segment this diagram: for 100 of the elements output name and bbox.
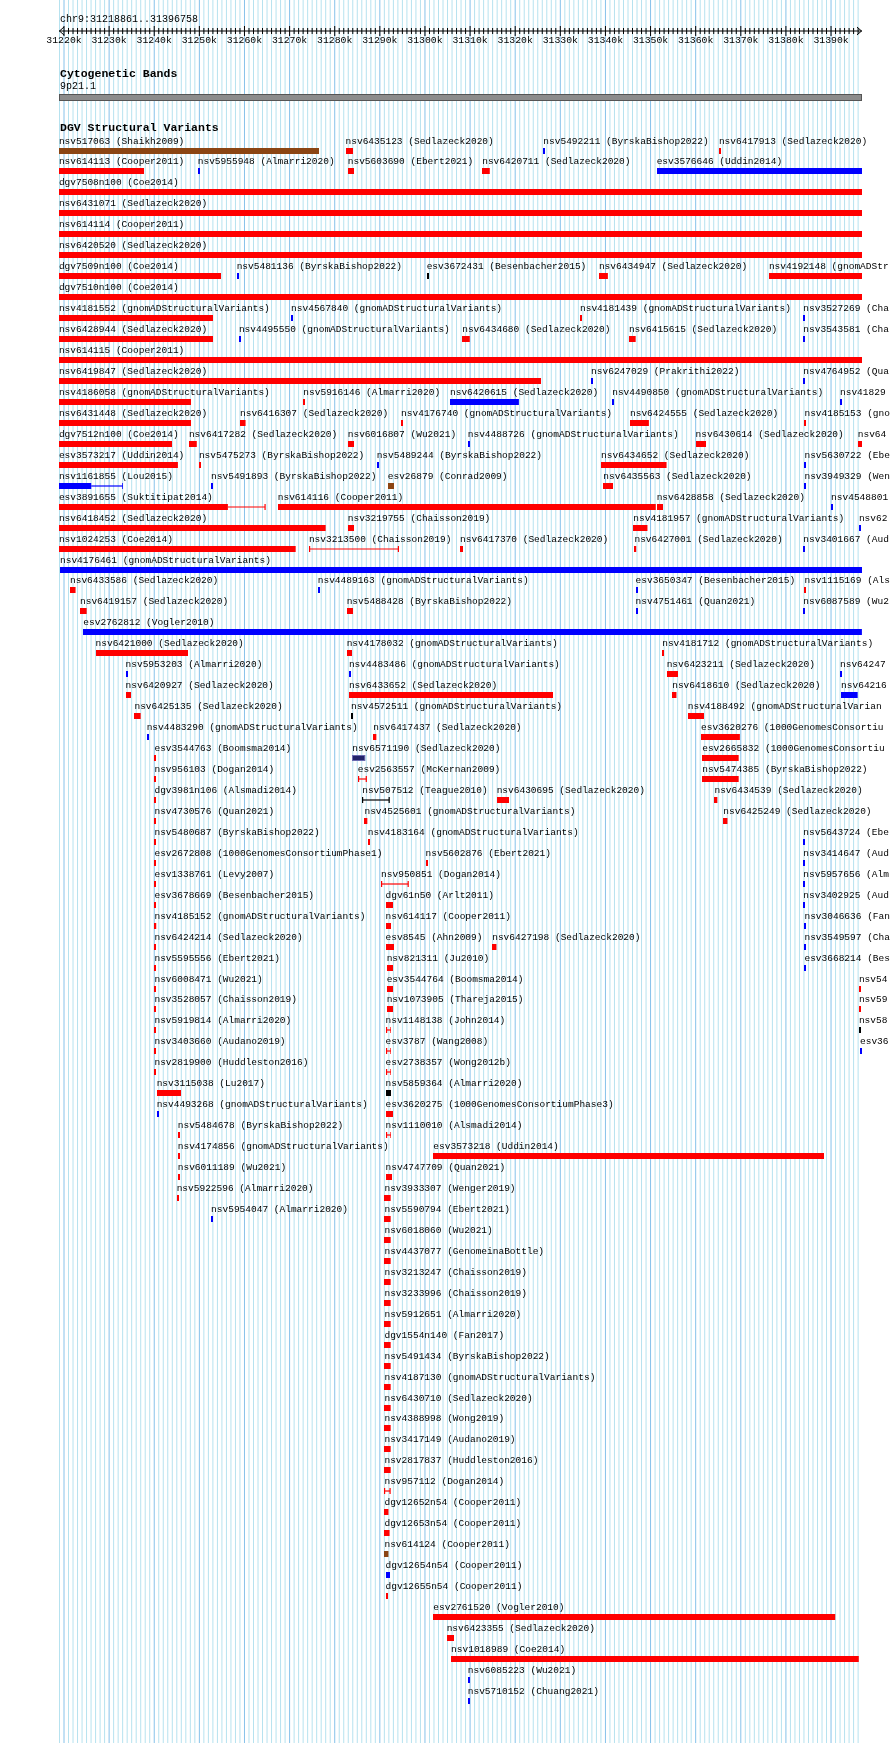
variant-label: nsv3549597 (Cha xyxy=(804,931,890,943)
variant-label: nsv58 xyxy=(858,1015,888,1027)
track-title: DGV Structural Variants xyxy=(60,121,219,134)
variant-label: nsv4489163 (gnomADStructuralVariants) xyxy=(317,575,529,587)
track-title: Cytogenetic Bands xyxy=(60,67,178,80)
tick-label: 31310k xyxy=(452,35,488,47)
variant-label: nsv5643724 (Ebe xyxy=(803,826,889,838)
variant-label: nsv4176461 (gnomADStructuralVariants) xyxy=(60,554,271,566)
variant-label: nsv4495550 (gnomADStructuralVariants) xyxy=(238,324,450,336)
variant-label: nsv4572511 (gnomADStructuralVariants) xyxy=(351,701,563,713)
variant-label: nsv6418610 (Sedlazeck2020) xyxy=(672,680,821,692)
variant-label: nsv6428858 (Sedlazeck2020) xyxy=(656,491,805,503)
variant-label: nsv6430614 (Sedlazeck2020) xyxy=(695,428,844,440)
variant-label: nsv64 xyxy=(857,428,887,440)
variant-label: esv3620276 (1000GenomesConsortiu xyxy=(701,722,884,734)
tick-label: 31380k xyxy=(768,35,804,47)
variant-label: nsv3401667 (Aud xyxy=(803,533,889,545)
variant-label: nsv6420927 (Sedlazeck2020) xyxy=(125,680,274,692)
variant-label: nsv41829 xyxy=(840,386,886,398)
variant-label: nsv5955948 (Almarri2020) xyxy=(197,156,335,168)
variant-label: nsv5912651 (Almarri2020) xyxy=(384,1308,522,1320)
variant-label: nsv6428944 (Sedlazeck2020) xyxy=(58,324,208,336)
variant-label: nsv6571190 (Sedlazeck2020) xyxy=(352,743,501,755)
variant-label: nsv6008471 (Wu2021) xyxy=(154,973,263,985)
variant-label: nsv5916146 (Almarri2020) xyxy=(303,386,441,398)
variant-label: nsv6420711 (Sedlazeck2020) xyxy=(482,156,631,168)
variant-label: esv3544763 (Boomsma2014) xyxy=(154,743,292,755)
variant-label: nsv2819900 (Huddleston2016) xyxy=(154,1057,309,1069)
variant-label: nsv54 xyxy=(858,973,888,985)
variant-label: nsv4730576 (Quan2021) xyxy=(154,805,275,817)
variant-label: nsv6423211 (Sedlazeck2020) xyxy=(666,659,815,671)
variant-label: nsv6434680 (Sedlazeck2020) xyxy=(462,324,611,336)
variant-label: nsv3414647 (Aud xyxy=(803,847,889,859)
variant-label: nsv6434947 (Sedlazeck2020) xyxy=(598,261,748,273)
variant-label: nsv6085223 (Wu2021) xyxy=(467,1664,577,1676)
variant-label: nsv6417370 (Sedlazeck2020) xyxy=(460,533,609,545)
variant-label: nsv3528057 (Chaisson2019) xyxy=(154,994,297,1006)
variant-label: nsv507512 (Teague2010) xyxy=(362,784,488,796)
variant-label: nsv5492211 (ByrskaBishop2022) xyxy=(543,135,709,147)
variant-label: dgv12655n54 (Cooper2011) xyxy=(385,1581,523,1593)
variant-label: nsv6434652 (Sedlazeck2020) xyxy=(601,449,750,461)
variant-label: nsv6427001 (Sedlazeck2020) xyxy=(634,533,783,545)
variant-label: nsv950851 (Dogan2014) xyxy=(381,868,501,880)
variant-label: nsv64247 xyxy=(840,659,886,671)
variant-label: nsv4567840 (gnomADStructuralVariants) xyxy=(291,303,503,315)
variant-label: dgv7512n100 (Coe2014) xyxy=(58,428,179,440)
variant-label: nsv5590794 (Ebert2021) xyxy=(384,1203,510,1215)
variant-label: esv2761520 (Vogler2010) xyxy=(433,1602,565,1613)
variant-label: nsv6433586 (Sedlazeck2020) xyxy=(70,575,219,587)
variant-label: dgv1554n140 (Fan2017) xyxy=(384,1329,505,1341)
tick-label: 31270k xyxy=(271,35,308,47)
variant-label: esv2672808 (1000GenomesConsortiumPhase1) xyxy=(154,847,383,859)
variant-label: nsv614113 (Cooper2011) xyxy=(58,156,185,168)
variant-label: nsv517063 (Shaikh2009) xyxy=(58,135,185,147)
tick-label: 31220k xyxy=(46,35,82,47)
tick-label: 31280k xyxy=(317,35,353,47)
variant-label: nsv3527269 (Cha xyxy=(803,303,889,315)
tick-label: 31240k xyxy=(136,35,172,47)
variant-label: nsv6435123 (Sedlazeck2020) xyxy=(345,135,494,147)
variant-label: nsv3046636 (Fan xyxy=(804,910,890,922)
variant-label: nsv4437077 (GenomeinaBottle) xyxy=(384,1245,545,1257)
variant-label: dgv12652n54 (Cooper2011) xyxy=(384,1497,522,1509)
variant-label: nsv6011189 (Wu2021) xyxy=(177,1162,287,1174)
variant-label: nsv4488726 (gnomADStructuralVariants) xyxy=(467,428,679,440)
variant-label: nsv6425135 (Sedlazeck2020) xyxy=(134,701,283,713)
variant-label: nsv6430710 (Sedlazeck2020) xyxy=(384,1392,533,1404)
variant-label: esv2665832 (1000GenomesConsortiu xyxy=(702,743,885,755)
variant-label: nsv4747709 (Quan2021) xyxy=(385,1162,506,1174)
variant-label: nsv1110010 (Alsmadi2014) xyxy=(385,1120,523,1132)
tick-label: 31360k xyxy=(678,35,714,47)
variant-label: dgv12654n54 (Cooper2011) xyxy=(385,1560,523,1572)
variant-label: nsv5491893 (ByrskaBishop2022) xyxy=(211,470,377,482)
tick-label: 31250k xyxy=(181,35,217,47)
variant-label: nsv1024253 (Coe2014) xyxy=(58,533,173,545)
variant-label: nsv5480687 (ByrskaBishop2022) xyxy=(154,826,320,838)
variant-label: esv3573217 (Uddin2014) xyxy=(58,449,185,461)
variant-label: esv8545 (Ahn2009) xyxy=(385,931,483,943)
variant-label: esv3620275 (1000GenomesConsortiumPhase3) xyxy=(385,1099,614,1111)
variant-label: nsv5630722 (Ebe xyxy=(804,449,890,461)
variant-label: nsv5922596 (Almarri2020) xyxy=(176,1183,314,1194)
variant-label: esv2738357 (Wong2012b) xyxy=(385,1057,511,1069)
variant-label: nsv6435563 (Sedlazeck2020) xyxy=(603,470,752,482)
variant-label: nsv5475273 (ByrskaBishop2022) xyxy=(198,449,365,461)
variant-label: nsv614114 (Cooper2011) xyxy=(58,219,185,231)
variant-label: nsv1115169 (Als xyxy=(804,575,890,587)
variant-label: nsv4525601 (gnomADStructuralVariants) xyxy=(364,805,576,817)
variant-label: nsv6419157 (Sedlazeck2020) xyxy=(80,596,229,608)
variant-label: nsv4174856 (gnomADStructuralVariants) xyxy=(177,1141,389,1153)
tick-label: 31300k xyxy=(407,35,443,47)
variant-label: nsv3213247 (Chaisson2019) xyxy=(384,1266,527,1278)
variant-label: esv3891655 (Suktitipat2014) xyxy=(58,491,213,503)
variant-label: nsv3403660 (Audano2019) xyxy=(154,1036,286,1048)
variant-label: esv1338761 (Levy2007) xyxy=(154,868,275,880)
variant-label: dgv7509n100 (Coe2014) xyxy=(58,261,179,273)
variant-label: nsv6421000 (Sedlazeck2020) xyxy=(95,638,244,650)
variant-label: esv3573218 (Uddin2014) xyxy=(433,1141,559,1153)
tick-label: 31350k xyxy=(632,35,669,47)
variant-label: esv36 xyxy=(860,1036,889,1048)
variant-label: nsv957112 (Dogan2014) xyxy=(384,1476,505,1488)
variant-label: nsv4185153 (gno xyxy=(804,407,890,419)
